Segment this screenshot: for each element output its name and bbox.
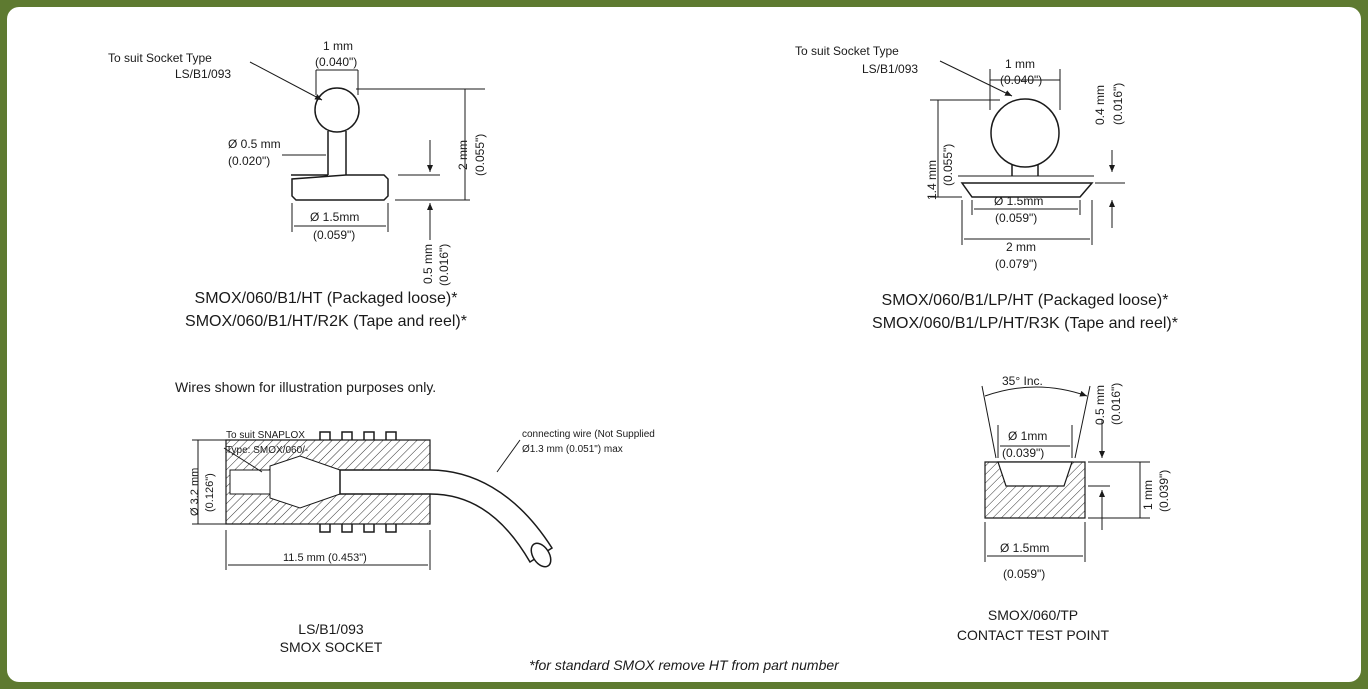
drawing-test-point: 35° Inc. 0.5 mm (0.016") Ø 1mm (0.039") … [957, 374, 1171, 643]
dim-flange-mm: 0.5 mm [421, 244, 435, 284]
dim-flange-in: (0.016") [437, 244, 451, 286]
dim-base-mm: Ø 1.5mm [1000, 541, 1049, 555]
drawing-smox-socket: Wires shown for illustration purposes on… [175, 379, 655, 655]
footnote: *for standard SMOX remove HT from part n… [529, 657, 840, 673]
caption-line2: CONTACT TEST POINT [957, 627, 1110, 643]
socket-label-line1: To suit Socket Type [108, 51, 212, 65]
dim-base-mm: Ø 1.5mm [310, 210, 359, 224]
caption-line2: SMOX/060/B1/HT/R2K (Tape and reel)* [185, 313, 467, 330]
dim-width-mm: 2 mm [1006, 240, 1036, 254]
dim-width-in: (0.079") [995, 257, 1037, 271]
dim-depth-in: (0.016") [1109, 383, 1123, 425]
caption-line2: SMOX SOCKET [280, 639, 383, 655]
dim-dia-in: (0.126") [204, 473, 216, 512]
suit-label-line2: Type: SMOX/060/- [226, 445, 308, 456]
dim-right-in: (0.016") [1111, 83, 1125, 125]
shaft [327, 131, 347, 175]
drawing-smox-lp-ht: To suit Socket Type LS/B1/093 1 mm (0.04… [795, 44, 1178, 332]
dim-top-in: (0.040") [1000, 73, 1042, 87]
socket-label-line1: To suit Socket Type [795, 44, 899, 58]
caption-line1: SMOX/060/B1/HT (Packaged loose)* [195, 290, 458, 307]
socket-label-line2: LS/B1/093 [862, 62, 918, 76]
dim-top-mm: 1 mm [1005, 57, 1035, 71]
dim-height-in: (0.039") [1157, 470, 1171, 512]
wire-label-line2: Ø1.3 mm (0.051") max [522, 444, 623, 455]
dim-right-mm: 0.4 mm [1093, 85, 1107, 125]
socket-label-line2: LS/B1/093 [175, 67, 231, 81]
suit-label-line1: To suit SNAPLOX [226, 430, 305, 441]
dim-base-in: (0.059") [1003, 567, 1045, 581]
dim-height-in: (0.055") [473, 134, 487, 176]
caption-line2: SMOX/060/B1/LP/HT/R3K (Tape and reel)* [872, 315, 1178, 332]
caption-line1: LS/B1/093 [298, 621, 364, 637]
ball-head [990, 98, 1060, 168]
dim-length: 11.5 mm (0.453") [283, 552, 367, 564]
dim-shaft-in: (0.020") [228, 154, 270, 168]
caption-line1: SMOX/060/B1/LP/HT (Packaged loose)* [882, 292, 1169, 309]
caption-line1: SMOX/060/TP [988, 607, 1078, 623]
dim-base-in: (0.059") [313, 228, 355, 242]
wire-label-line1: connecting wire (Not Supplied [522, 429, 655, 440]
dim-height-mm: 1 mm [1141, 480, 1155, 510]
dim-depth-mm: 0.5 mm [1093, 385, 1107, 425]
illustration-note: Wires shown for illustration purposes on… [175, 379, 436, 395]
angle-label: 35° Inc. [1002, 374, 1043, 388]
drawing-smox-ht: To suit Socket Type LS/B1/093 1 mm (0.04… [108, 39, 487, 330]
dim-dia-mm: Ø 3.2 mm [189, 468, 201, 516]
dim-height-mm: 2 mm [456, 140, 470, 170]
dim-base-in: (0.059") [995, 211, 1037, 225]
flange [960, 182, 1094, 198]
ball-head [314, 87, 360, 133]
dim-left-in: (0.055") [941, 144, 955, 186]
flange [291, 174, 389, 201]
dim-left-mm: 1.4 mm [925, 160, 939, 200]
dim-inner-mm: Ø 1mm [1008, 429, 1047, 443]
dim-top-mm: 1 mm [323, 39, 353, 53]
dim-base-mm: Ø 1.5mm [994, 194, 1043, 208]
dim-top-in: (0.040") [315, 55, 357, 69]
dim-shaft-mm: Ø 0.5 mm [228, 137, 281, 151]
dim-inner-in: (0.039") [1002, 446, 1044, 460]
drawing-panel [7, 7, 1361, 682]
